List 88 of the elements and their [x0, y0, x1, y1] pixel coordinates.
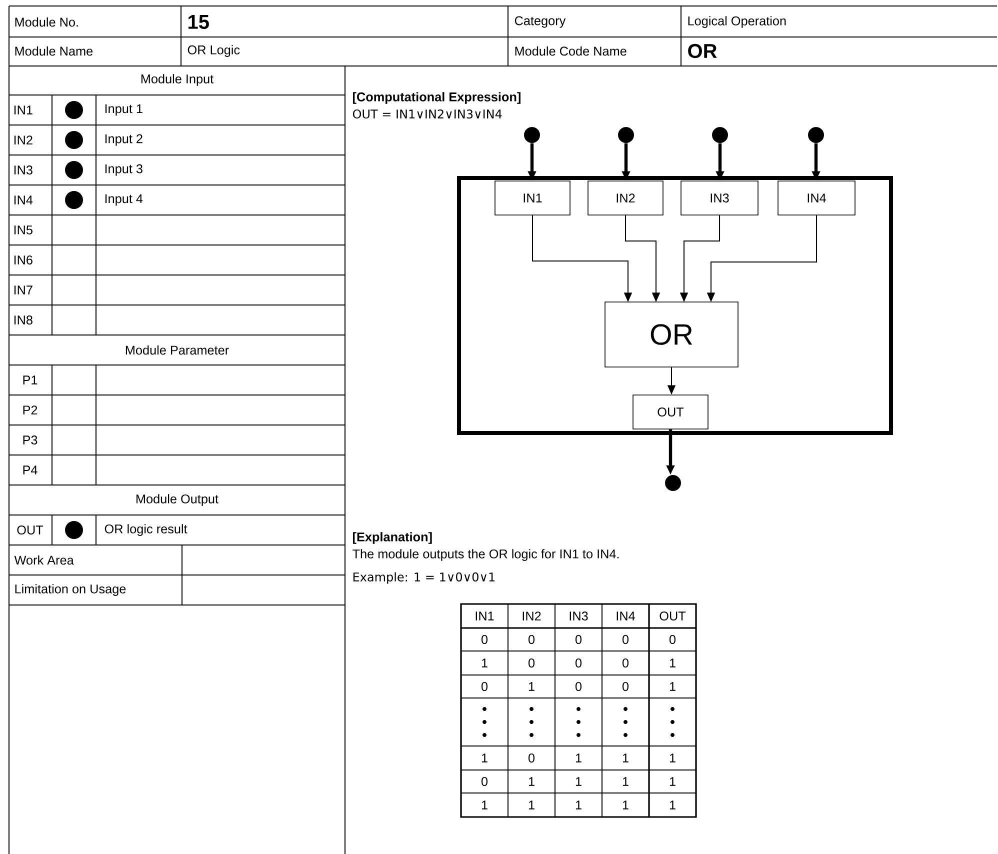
row-label: IN3: [14, 166, 32, 174]
row-description: Input 1: [105, 104, 142, 116]
row-label: IN4: [14, 196, 33, 204]
port-box: OUT: [632, 394, 708, 430]
truth-table-header: IN1: [476, 612, 494, 620]
port-box: IN2: [588, 180, 664, 216]
field-value: OR Logic: [188, 45, 240, 57]
section-heading: [Explanation]: [352, 532, 432, 544]
truth-table-value: 1: [528, 800, 534, 810]
truth-table-value: 1: [528, 777, 534, 786]
truth-table-value: 1: [670, 754, 676, 762]
explanation-text: The module outputs the OR logic for IN1 to IN4.: [352, 549, 619, 561]
truth-table-value: 1: [576, 754, 582, 762]
field-label: Category: [514, 16, 566, 28]
row-label: IN7: [14, 286, 32, 294]
row-label: P4: [23, 466, 38, 474]
truth-table-value: 1: [670, 800, 676, 810]
row-label: IN5: [14, 226, 32, 234]
truth-table-value: 1: [528, 682, 534, 691]
row-label: Work Area: [14, 555, 74, 565]
truth-table-value: 0: [482, 635, 488, 644]
section-heading: [Computational Expression]: [352, 92, 520, 104]
truth-table-value: 1: [670, 777, 676, 786]
terminal-dot: [65, 101, 83, 119]
truth-table-value: 0: [576, 658, 582, 668]
expression-text: OUT = IN1∨IN2∨IN3∨IN4: [352, 109, 502, 119]
row-label: Limitation on Usage: [15, 584, 126, 596]
module-frame: [457, 176, 893, 435]
row-label: P1: [23, 376, 38, 384]
field-label: Module Code Name: [515, 46, 626, 56]
port-box: IN4: [778, 180, 856, 216]
truth-table-value: 0: [528, 658, 535, 668]
row-label: P3: [23, 436, 38, 444]
truth-table-value: 1: [482, 754, 488, 762]
terminal-dot: [65, 191, 83, 209]
terminal-dot: [65, 161, 83, 179]
row-description: Input 4: [105, 194, 143, 206]
terminal-dot: [665, 475, 681, 491]
example-text: Example: 1 = 1∨0∨0∨1: [353, 572, 495, 584]
truth-table-value: 0: [528, 754, 535, 762]
truth-table-value: 1: [576, 800, 582, 810]
section-heading: Module Parameter: [126, 345, 229, 355]
truth-table-value: 0: [482, 777, 488, 786]
truth-table-value: 0: [482, 682, 488, 691]
truth-table-value: 1: [670, 682, 676, 691]
row-description: OR logic result: [104, 524, 188, 536]
terminal-dot: [618, 127, 634, 143]
truth-table-value: 1: [622, 777, 628, 786]
terminal-dot: [65, 131, 83, 149]
field-label: Module Name: [15, 46, 93, 56]
truth-table-header: OUT: [660, 612, 686, 620]
field-label: Module No.: [15, 17, 78, 27]
truth-table-value: 0: [576, 682, 582, 691]
row-label: IN2: [14, 136, 32, 144]
field-value: 15: [188, 15, 209, 29]
truth-table-header: IN3: [570, 612, 588, 620]
truth-table-value: 0: [622, 658, 629, 668]
row-description: Input 2: [105, 134, 142, 146]
terminal-dot: [65, 521, 83, 539]
truth-table-value: 1: [622, 800, 628, 810]
truth-table-header: IN4: [616, 612, 635, 620]
section-heading: Module Input: [141, 74, 214, 86]
field-value: OR: [688, 44, 717, 58]
truth-table-value: 0: [622, 635, 629, 644]
truth-table-value: 1: [576, 777, 582, 786]
truth-table-value: 1: [622, 754, 628, 762]
row-description: Input 3: [105, 164, 142, 176]
truth-table-value: 1: [482, 658, 488, 668]
row-label: IN1: [14, 106, 32, 114]
terminal-dot: [712, 127, 728, 143]
operator-box: OR: [604, 302, 738, 368]
truth-table-value: 0: [528, 635, 535, 644]
section-heading: Module Output: [136, 494, 218, 506]
terminal-dot: [524, 127, 540, 143]
truth-table-value: 0: [576, 635, 582, 644]
row-label: P2: [23, 406, 38, 414]
truth-table-header: IN2: [522, 612, 541, 620]
truth-table-value: 1: [482, 800, 488, 810]
row-label: IN6: [14, 256, 32, 264]
port-box: IN1: [494, 180, 570, 216]
row-label: OUT: [17, 526, 44, 534]
truth-table-value: 0: [622, 682, 629, 691]
truth-table-value: 0: [670, 635, 676, 644]
field-value: Logical Operation: [688, 16, 786, 28]
row-label: IN8: [14, 316, 32, 324]
terminal-dot: [808, 127, 824, 143]
truth-table-value: 1: [670, 658, 676, 668]
port-box: IN3: [680, 180, 758, 216]
